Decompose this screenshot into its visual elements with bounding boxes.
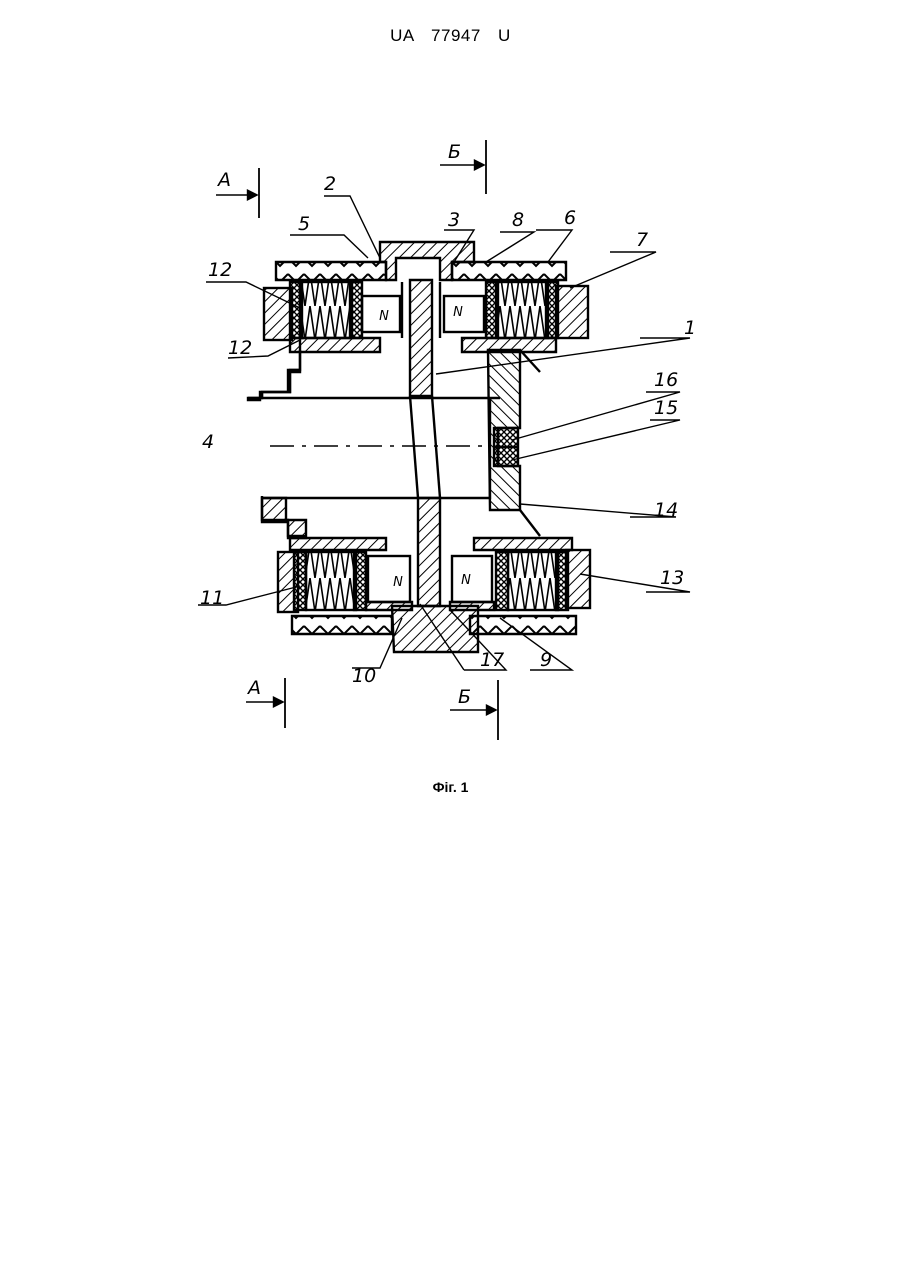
section-label: А <box>216 169 231 191</box>
part-label: 2 <box>324 173 336 195</box>
section-label: Б <box>448 141 461 163</box>
top-right-magnet <box>444 296 484 332</box>
part-label: 15 <box>654 397 678 419</box>
bottom-left-endcap <box>278 552 298 612</box>
central-disc <box>410 280 432 396</box>
part-label: 3 <box>448 209 460 231</box>
section-label: Б <box>458 686 471 708</box>
part-label: 7 <box>636 229 648 251</box>
top-casing-right <box>452 262 566 280</box>
figure-caption: Фіг. 1 <box>0 779 901 795</box>
part-label: 10 <box>352 665 376 687</box>
part-label: 8 <box>512 209 524 231</box>
part-label: 5 <box>298 213 310 235</box>
bottom-right-magnet <box>452 556 492 602</box>
drawing-body <box>198 140 690 740</box>
left-housing-lower <box>262 498 306 538</box>
bottom-rim <box>392 606 478 652</box>
top-right-endcap <box>556 286 588 338</box>
magnet-mark: N <box>461 573 471 588</box>
bottom-casing-left <box>292 616 392 634</box>
bottom-casing-right <box>470 616 576 634</box>
bottom-right-endcap <box>566 550 590 608</box>
bottom-right-stator <box>508 552 558 610</box>
top-casing-left <box>276 262 386 280</box>
magnet-mark: N <box>379 309 389 324</box>
shaft <box>248 398 500 498</box>
part-label: 11 <box>200 587 224 609</box>
magnet-mark: N <box>393 575 403 590</box>
top-left-endcap <box>264 288 292 340</box>
part-label: 12 <box>228 337 252 359</box>
part-label: 1 <box>684 317 696 339</box>
central-disc-lower <box>418 498 440 606</box>
top-right-stator <box>496 282 548 338</box>
bottom-left-magnet <box>368 556 410 602</box>
part-label: 14 <box>654 499 678 521</box>
part-label: 12 <box>208 259 232 281</box>
top-left-stator <box>300 282 352 338</box>
part-label: 13 <box>660 567 684 589</box>
section-label: А <box>246 677 261 699</box>
part-label: 4 <box>202 431 214 453</box>
part-label: 9 <box>540 649 552 671</box>
part-label: 16 <box>654 369 678 391</box>
magnet-mark: N <box>453 305 463 320</box>
part-label: 6 <box>564 207 576 229</box>
part-label: 17 <box>480 649 504 671</box>
bottom-left-stator <box>306 552 356 610</box>
